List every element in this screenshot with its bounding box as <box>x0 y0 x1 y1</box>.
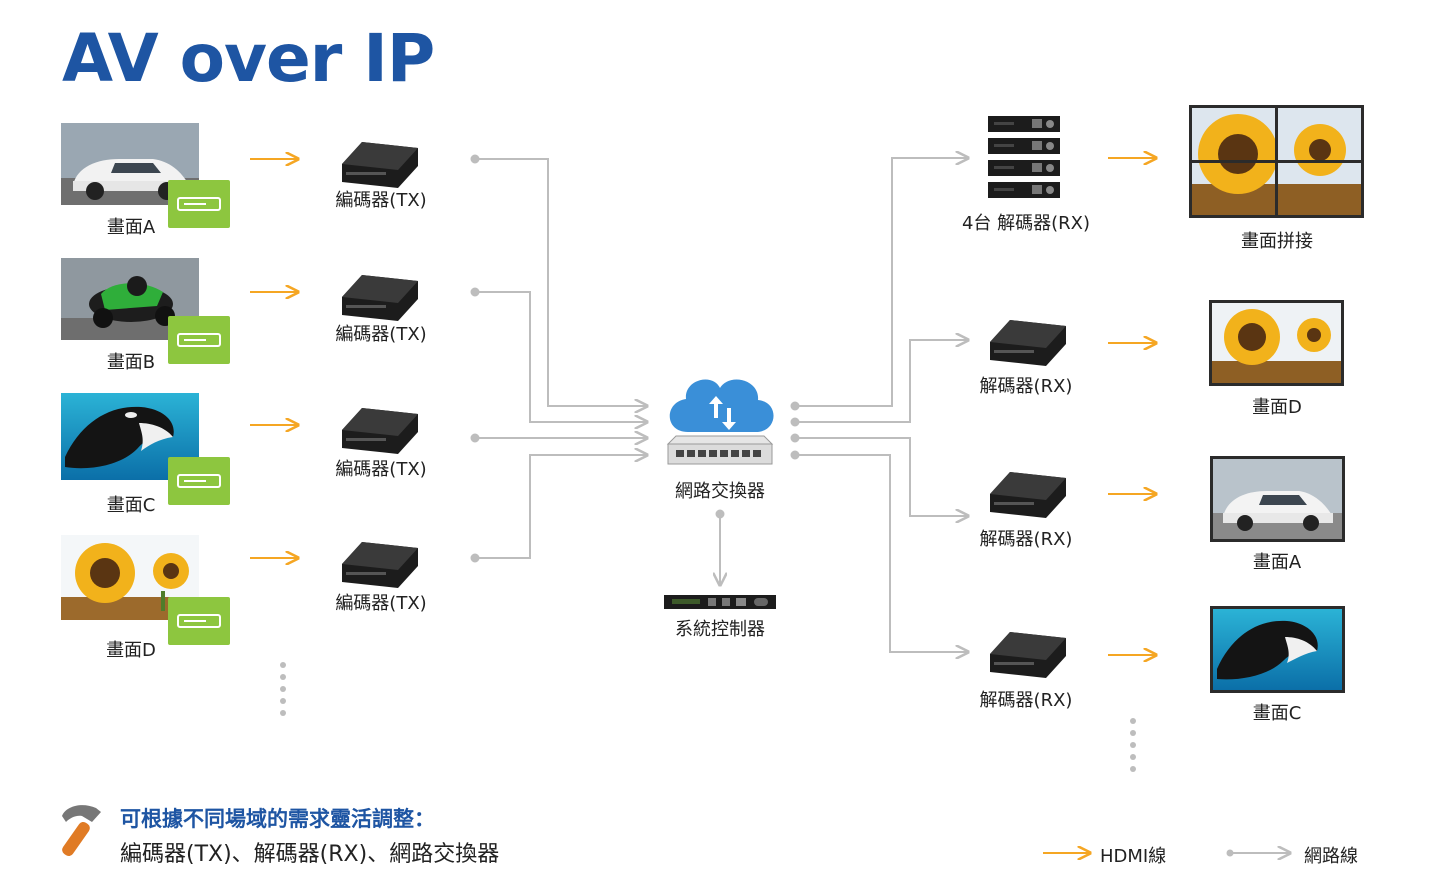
encoder-label: 編碼器(TX) <box>335 459 427 480</box>
encoder-label: 編碼器(TX) <box>335 324 427 345</box>
network-switch-icon <box>666 435 774 465</box>
decoder-label: 解碼器(RX) <box>979 529 1073 550</box>
display-label: 畫面C <box>1252 703 1302 724</box>
switch-label: 網路交換器 <box>675 481 765 502</box>
media-player-icon <box>168 597 230 645</box>
source-label: 畫面D <box>106 640 156 661</box>
legend-network-label: 網路線 <box>1304 846 1358 867</box>
decoder-device <box>990 472 1066 518</box>
display-orca <box>1210 606 1345 693</box>
more-encoders-ellipsis <box>280 662 286 722</box>
display-car <box>1210 456 1345 542</box>
source-label: 畫面B <box>106 352 156 373</box>
encoder-device <box>342 142 418 188</box>
display-label: 畫面A <box>1252 552 1302 573</box>
video-wall-display <box>1189 105 1364 218</box>
media-player-icon <box>168 457 230 505</box>
source-label: 畫面C <box>106 495 156 516</box>
note-body: 編碼器(TX)、解碼器(RX)、網路交換器 <box>120 842 500 867</box>
controller-link <box>717 509 724 586</box>
source-image-motorcycle <box>61 258 199 340</box>
hdmi-lines-input <box>250 159 298 558</box>
display-sunflower <box>1209 300 1344 386</box>
encoder-label: 編碼器(TX) <box>335 190 427 211</box>
decoder-device <box>990 320 1066 366</box>
note-heading: 可根據不同場域的需求靈活調整： <box>120 807 435 831</box>
encoder-device <box>342 542 418 588</box>
encoder-device <box>342 275 418 321</box>
encoder-label: 編碼器(TX) <box>335 593 427 614</box>
hammer-icon <box>62 805 101 857</box>
network-lines-decoders <box>790 158 969 652</box>
network-lines-encoders <box>470 154 648 563</box>
controller-label: 系統控制器 <box>675 619 765 640</box>
decoder-stack <box>988 116 1060 198</box>
page-title: AV over IP <box>62 20 435 97</box>
display-label: 畫面拼接 <box>1241 231 1313 252</box>
source-label: 畫面A <box>106 217 156 238</box>
media-player-icon <box>168 180 230 228</box>
decoder-device <box>990 632 1066 678</box>
decoder-label: 解碼器(RX) <box>979 376 1073 397</box>
display-label: 畫面D <box>1252 397 1302 418</box>
legend-hdmi-label: HDMI線 <box>1100 846 1167 867</box>
media-player-icon <box>168 316 230 364</box>
more-decoders-ellipsis <box>1130 718 1136 778</box>
decoder-label: 解碼器(RX) <box>979 690 1073 711</box>
encoder-device <box>342 408 418 454</box>
decoder-label: 4台 解碼器(RX) <box>961 213 1091 234</box>
hdmi-lines-output <box>1108 158 1156 655</box>
controller-device <box>664 595 776 609</box>
cloud-icon <box>669 379 774 432</box>
